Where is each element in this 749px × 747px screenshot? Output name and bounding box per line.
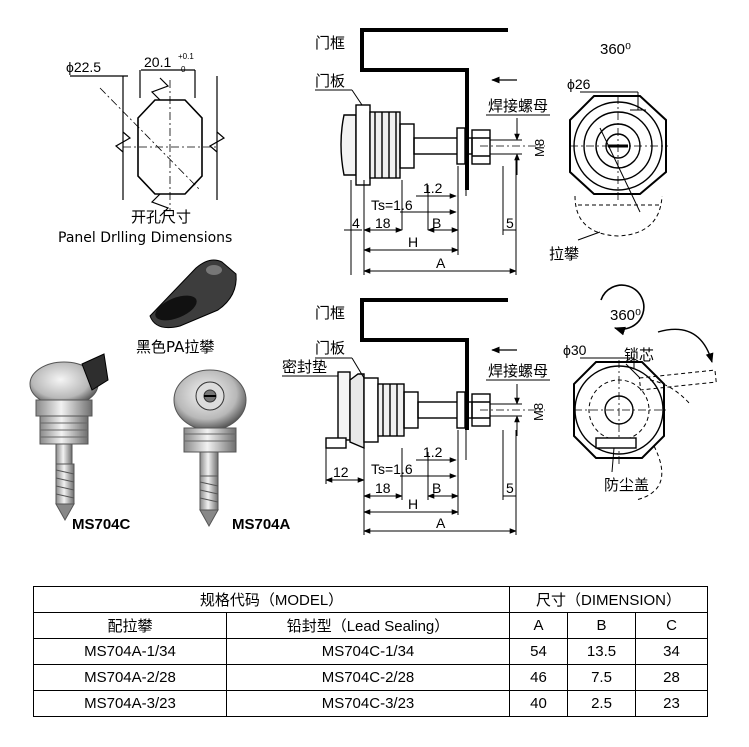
top-side-view <box>340 28 545 275</box>
lock-core-label: 锁芯 <box>624 346 654 364</box>
bottom-front-view <box>573 284 717 501</box>
table-row: MS704A-1/34 MS704C-1/34 54 13.5 34 <box>33 638 708 665</box>
bottom-weld-nut-label: 焊接螺母 <box>488 362 548 380</box>
top-dim-h: H <box>408 234 418 250</box>
dim-b-cell: 2.5 <box>567 690 636 717</box>
dim-b-cell: 13.5 <box>567 638 636 665</box>
dimension-header: 尺寸（DIMENSION） <box>509 586 708 613</box>
ms704c-illustration <box>29 353 109 522</box>
bottom-dim-1.2: 1.2 <box>423 444 443 460</box>
panel-width-label: 20.1 <box>144 54 171 70</box>
top-dim-1.2: 1.2 <box>423 180 443 196</box>
bottom-dim-12: 12 <box>333 464 349 480</box>
table-row: MS704A-3/23 MS704C-3/23 40 2.5 23 <box>33 690 708 717</box>
col-c-header: C <box>635 612 708 639</box>
bottom-dim-h: H <box>408 496 418 512</box>
ms704a-label: MS704A <box>232 516 291 533</box>
dim-b-cell: 7.5 <box>567 664 636 691</box>
top-front-view <box>569 91 668 241</box>
dim-c-cell: 23 <box>635 690 708 717</box>
bottom-dim-a: A <box>436 515 446 531</box>
table-header-row: 规格代码（MODEL） 尺寸（DIMENSION） <box>33 586 708 613</box>
table-row: MS704A-2/28 MS704C-2/28 46 7.5 28 <box>33 664 708 691</box>
lead-model-cell: MS704C-2/28 <box>226 664 510 691</box>
bottom-dim-ts: Ts=1.6 <box>371 461 413 477</box>
bottom-rotation-label: 360⁰ <box>610 307 641 324</box>
panel-drilling-title-en: Panel Drlling Dimensions <box>58 230 232 246</box>
top-dim-5: 5 <box>506 215 514 231</box>
bottom-dim-18: 18 <box>375 480 391 496</box>
handle-model-cell: MS704A-3/23 <box>33 690 227 717</box>
top-dim-18: 18 <box>375 215 391 231</box>
dust-cover-label: 防尘盖 <box>604 476 649 494</box>
top-door-panel-label: 门板 <box>315 72 345 90</box>
top-rotation-label: 360⁰ <box>600 41 631 58</box>
col-handle-header: 配拉攀 <box>33 612 227 639</box>
spec-table: 规格代码（MODEL） 尺寸（DIMENSION） 配拉攀 铅封型（Lead S… <box>33 586 708 717</box>
top-dim-ts: Ts=1.6 <box>371 197 413 213</box>
top-door-frame-label: 门框 <box>315 34 345 52</box>
bottom-door-panel-label: 门板 <box>315 339 345 357</box>
model-header: 规格代码（MODEL） <box>33 586 510 613</box>
top-dim-b: B <box>432 215 441 231</box>
dim-c-cell: 28 <box>635 664 708 691</box>
bottom-thread-label: M8 <box>531 403 546 421</box>
panel-dia-label: ϕ22.5 <box>66 59 101 75</box>
dim-a-cell: 54 <box>509 638 568 665</box>
bottom-outer-dia-label: ϕ30 <box>563 342 587 358</box>
ms704a-illustration <box>173 369 247 528</box>
seal-gasket-label: 密封垫 <box>282 358 327 376</box>
col-a-header: A <box>509 612 568 639</box>
panel-drilling-title-cn: 开孔尺寸 <box>131 208 191 226</box>
col-b-header: B <box>567 612 636 639</box>
pa-handle-label: 黑色PA拉攀 <box>136 338 214 356</box>
bottom-door-frame-label: 门框 <box>315 304 345 322</box>
lead-model-cell: MS704C-3/23 <box>226 690 510 717</box>
bottom-dim-b: B <box>432 480 441 496</box>
handle-model-cell: MS704A-1/34 <box>33 638 227 665</box>
bottom-dim-5: 5 <box>506 480 514 496</box>
dim-a-cell: 46 <box>509 664 568 691</box>
top-dim-a: A <box>436 255 446 271</box>
panel-tol-lower: 0 <box>181 65 186 74</box>
col-lead-header: 铅封型（Lead Sealing） <box>226 612 510 639</box>
bottom-side-view <box>325 298 545 535</box>
dim-a-cell: 40 <box>509 690 568 717</box>
panel-drilling-drawing <box>70 69 226 217</box>
top-weld-nut-label: 焊接螺母 <box>488 97 548 115</box>
handle-model-cell: MS704A-2/28 <box>33 664 227 691</box>
ms704c-label: MS704C <box>72 516 131 533</box>
top-outer-dia-label: ϕ26 <box>567 76 591 92</box>
top-handle-label: 拉攀 <box>549 245 579 263</box>
pa-handle-illustration <box>149 259 237 329</box>
lead-model-cell: MS704C-1/34 <box>226 638 510 665</box>
dim-c-cell: 34 <box>635 638 708 665</box>
top-dim-4: 4 <box>352 215 360 231</box>
table-subheader-row: 配拉攀 铅封型（Lead Sealing） A B C <box>33 612 708 639</box>
panel-tol-upper: +0.1 <box>178 52 194 61</box>
top-thread-label: M8 <box>532 139 547 157</box>
